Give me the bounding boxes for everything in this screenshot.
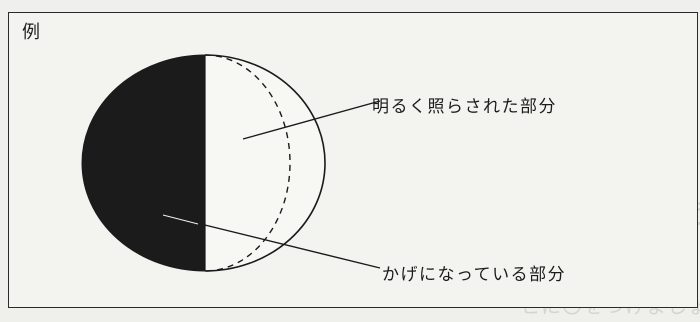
shadow-leader-highlight bbox=[162, 214, 199, 225]
lit-part-label: 明るく照らされた部分 bbox=[372, 97, 557, 117]
example-label: 例 bbox=[22, 22, 40, 43]
moon-outline bbox=[204, 54, 326, 272]
lit-part-leader bbox=[242, 100, 381, 140]
shadow-half bbox=[81, 54, 206, 272]
shadow-part-leader bbox=[159, 213, 381, 269]
shadow-part-label: かげになっている部分 bbox=[382, 265, 567, 285]
